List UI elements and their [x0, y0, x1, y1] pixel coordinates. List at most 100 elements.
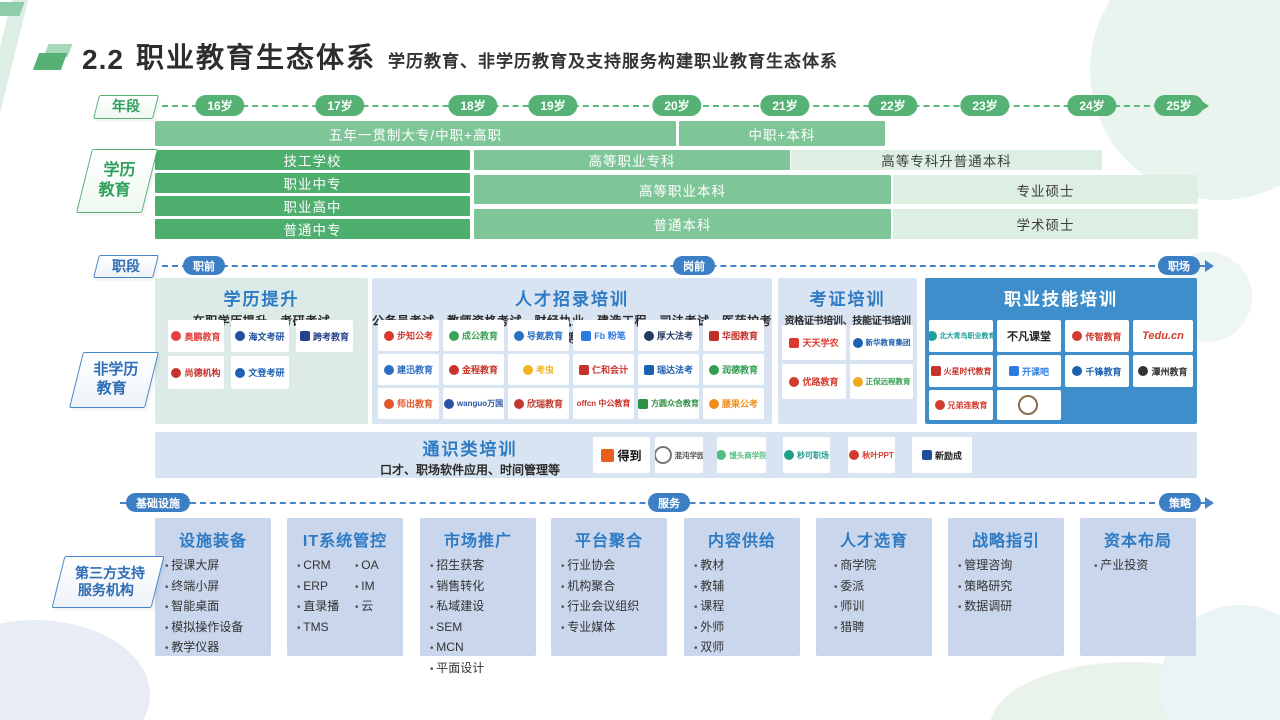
logo-youlu: 优路教育	[782, 364, 846, 399]
xinhua-logo-icon	[852, 337, 863, 348]
logo-ruida: 瑞达法考	[638, 354, 699, 385]
edu-block: 职业中专	[155, 173, 470, 193]
haiwen-logo-icon	[235, 331, 246, 341]
stage-pill: 职场	[1158, 256, 1200, 275]
logo-jianxun: 建迅教育	[378, 354, 439, 385]
round-seal-logo-icon	[1017, 395, 1038, 415]
decor-ellipse-bottom-left	[0, 620, 150, 720]
tpcard-marketing: 市场推广 招生获客 销售转化 私域建设 SEM MCN 平面设计	[420, 518, 536, 675]
logo-round-seal	[997, 390, 1061, 420]
logo-shichu: 师出教育	[378, 388, 439, 419]
tpcard-title: 内容供给	[707, 533, 776, 550]
title-subtitle: 学历教育、非学历教育及支持服务构建职业教育生态体系	[387, 52, 838, 71]
logo-fenbi: Fb 粉笔	[573, 320, 634, 351]
age-tick: 19岁	[528, 95, 578, 116]
general-title: 通识类培训	[422, 440, 518, 459]
aopeng-logo-icon	[171, 331, 182, 341]
fenbi-logo-icon	[581, 330, 592, 341]
list-item: 教学仪器	[155, 638, 271, 659]
tpcard-strategy: 战略指引 管理咨询 策略研究 数据调研	[948, 518, 1064, 656]
edu-block: 高等专科升普通本科	[791, 150, 1102, 170]
jincheng-logo-icon	[448, 364, 459, 375]
logo-chuanzhi: 传智教育	[1065, 320, 1129, 352]
academic-section-label: 学历 教育	[76, 149, 158, 213]
hundun-circle-logo-icon	[655, 446, 672, 464]
edu-block: 职业高中	[155, 196, 470, 216]
list-item: 平面设计	[420, 659, 536, 680]
list-item: 招生获客	[420, 556, 536, 577]
stage-pill: 岗前	[673, 256, 715, 275]
logo-jincheng: 金程教育	[443, 354, 504, 385]
title-number: 2.2	[82, 44, 124, 75]
service-pill: 策略	[1159, 493, 1201, 512]
logo-wanguo: wanguo万国	[443, 388, 504, 419]
edu-block: 五年一贯制大专/中职+高职	[155, 121, 676, 146]
title-text: 职业教育生态体系	[135, 42, 376, 73]
age-tick: 21岁	[760, 95, 810, 116]
qianfeng-logo-icon	[1072, 366, 1083, 376]
youlu-logo-icon	[789, 376, 800, 387]
card-title: 学历提升	[223, 290, 300, 309]
list-item: 直录播	[287, 597, 345, 618]
stage-axis-arrow-icon	[1205, 260, 1214, 272]
edu-block: 高等职业专科	[474, 150, 790, 170]
age-axis-arrow-icon	[1200, 100, 1209, 112]
logo-mantou: 馒头商学院	[717, 437, 766, 473]
jianxun-logo-icon	[383, 364, 394, 375]
list-item: 授课大屏	[155, 556, 271, 577]
wendeng-logo-icon	[235, 367, 246, 378]
list-item: 私域建设	[420, 597, 536, 618]
thirdparty-section-label: 第三方支持 服务机构	[51, 556, 165, 608]
tpcard-title: 人才选育	[839, 533, 908, 550]
card-recruitment-training: 人才招录培训 公务员考试、教师资格考试、财经执业、建造工程、司法考试、医药护考等…	[372, 278, 772, 424]
edu-block: 专业硕士	[893, 175, 1198, 204]
huatu-logo-icon	[708, 330, 719, 341]
tpcard-capital: 资本布局 产业投资	[1080, 518, 1196, 656]
tpcard-title: 设施装备	[178, 533, 247, 550]
nonacademic-section-label: 非学历 教育	[69, 352, 159, 408]
service-pill: 服务	[648, 493, 690, 512]
list-item: 教辅	[684, 577, 800, 598]
logo-tanzhou: 潭州教育	[1133, 355, 1193, 387]
list-item: 师训	[816, 597, 932, 618]
age-tick: 25岁	[1154, 95, 1204, 116]
runde-logo-icon	[708, 364, 719, 375]
age-tick: 23岁	[960, 95, 1010, 116]
decor-corner-wedge	[0, 0, 32, 144]
tanzhou-gear-logo-icon	[1138, 366, 1149, 376]
miaoke-mountain-logo-icon	[784, 450, 794, 460]
list-item: 智能桌面	[155, 597, 271, 618]
list-item: 销售转化	[420, 577, 536, 598]
daodan-logo-icon	[513, 330, 524, 341]
logo-offcn: offcn 中公教育	[573, 388, 634, 419]
logo-houda: 厚大法考	[638, 320, 699, 351]
chuanzhi-logo-icon	[1072, 331, 1083, 341]
age-tick: 24岁	[1067, 95, 1117, 116]
logo-qianfeng: 千锋教育	[1065, 355, 1129, 387]
tpcard-title: 战略指引	[971, 533, 1040, 550]
huoxing-logo-icon	[930, 366, 941, 376]
tiantianxuenong-logo-icon	[789, 337, 800, 348]
card-title: 职业技能培训	[1004, 290, 1118, 309]
list-item: 专业媒体	[551, 618, 667, 639]
logo-yaoguo: 腰果公考	[703, 388, 764, 419]
age-tick: 17岁	[315, 95, 365, 116]
list-item: OA	[345, 556, 403, 577]
list-item: ERP	[287, 577, 345, 598]
edu-block: 学术硕士	[893, 209, 1198, 239]
list-item: 云	[345, 597, 403, 618]
list-item: 策略研究	[948, 577, 1064, 598]
tpcard-talent: 人才选育 商学院 委派 师训 猎聘	[816, 518, 932, 656]
list-item: 商学院	[816, 556, 932, 577]
logo-tiantianxuenong: 天天学农	[782, 325, 846, 360]
logo-huoxing: 火星时代教育	[929, 355, 993, 387]
logo-kaikeba: 开课吧	[997, 355, 1061, 387]
logo-kuakao: 跨考教育	[296, 320, 353, 352]
kuakao-logo-icon	[299, 331, 310, 341]
list-item: IM	[345, 577, 403, 598]
list-item: 模拟操作设备	[155, 618, 271, 639]
xinlicheng-shield-logo-icon	[921, 450, 932, 460]
age-tick: 16岁	[195, 95, 245, 116]
logo-xinhua: 新华教育集团	[850, 325, 913, 360]
page-title: 2.2 职业教育生态体系 学历教育、非学历教育及支持服务构建职业教育生态体系	[82, 36, 838, 76]
